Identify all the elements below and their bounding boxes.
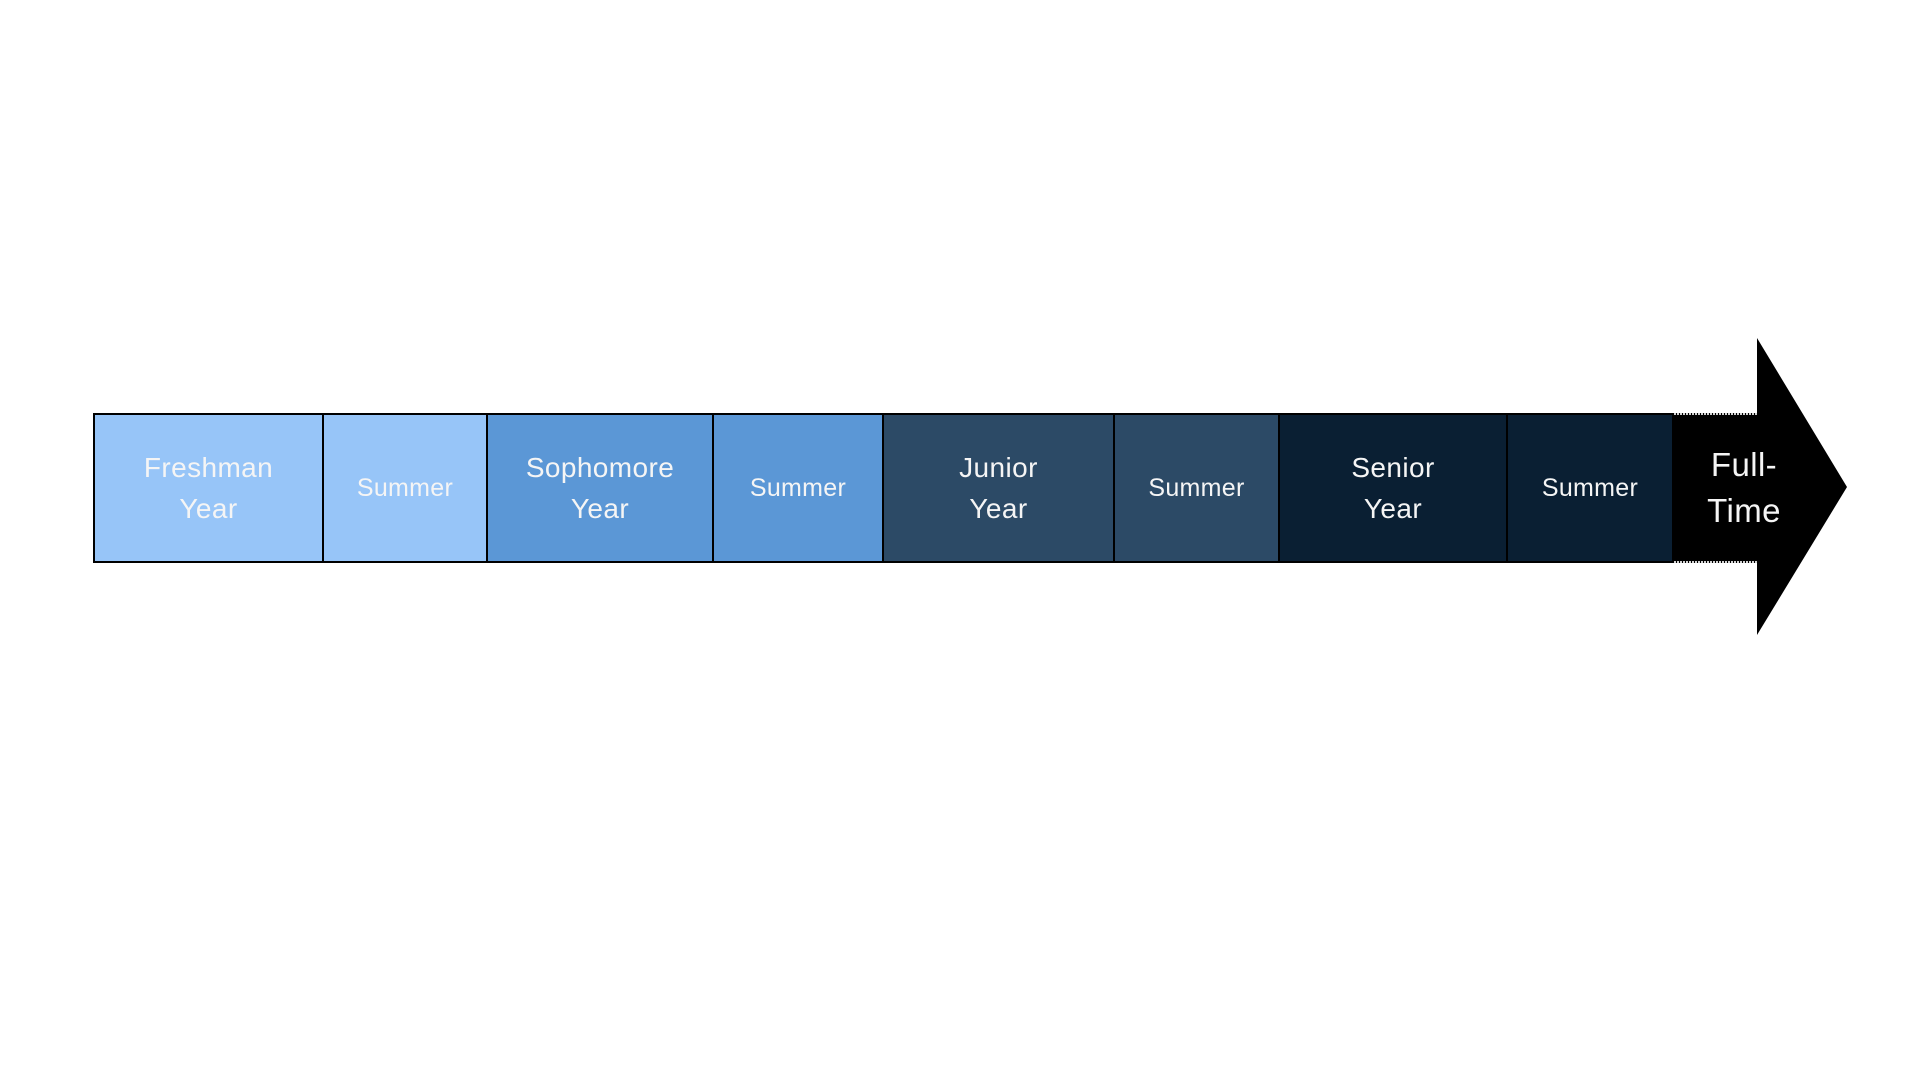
- timeline-segment-full-time: Full- Time: [1674, 413, 1814, 563]
- timeline-segment-sophomore-year: Sophomore Year: [488, 415, 712, 561]
- timeline-bar: Freshman Year Summer Sophomore Year Summ…: [93, 413, 1674, 563]
- segment-label: Sophomore Year: [525, 452, 675, 524]
- segment-label: Summer: [749, 474, 847, 502]
- timeline-segment-summer-2: Summer: [714, 415, 882, 561]
- segment-label: Freshman Year: [143, 452, 274, 524]
- segment-label: Junior Year: [959, 452, 1038, 524]
- timeline-segment-freshman-year: Freshman Year: [95, 415, 322, 561]
- timeline-segment-summer-1: Summer: [324, 415, 486, 561]
- segment-label: Summer: [1541, 474, 1639, 502]
- segment-label: Senior Year: [1351, 452, 1435, 524]
- segment-label: Full- Time: [1707, 446, 1781, 529]
- timeline-segment-senior-year: Senior Year: [1280, 415, 1506, 561]
- arrow-polygon: [1674, 338, 1847, 635]
- segment-label: Summer: [1148, 474, 1245, 502]
- timeline-segment-summer-3: Summer: [1115, 415, 1278, 561]
- segment-label: Summer: [356, 474, 454, 502]
- forward-arrow-shape: [1674, 338, 1847, 635]
- timeline-segment-summer-4: Summer: [1508, 415, 1672, 561]
- timeline-segment-junior-year: Junior Year: [884, 415, 1113, 561]
